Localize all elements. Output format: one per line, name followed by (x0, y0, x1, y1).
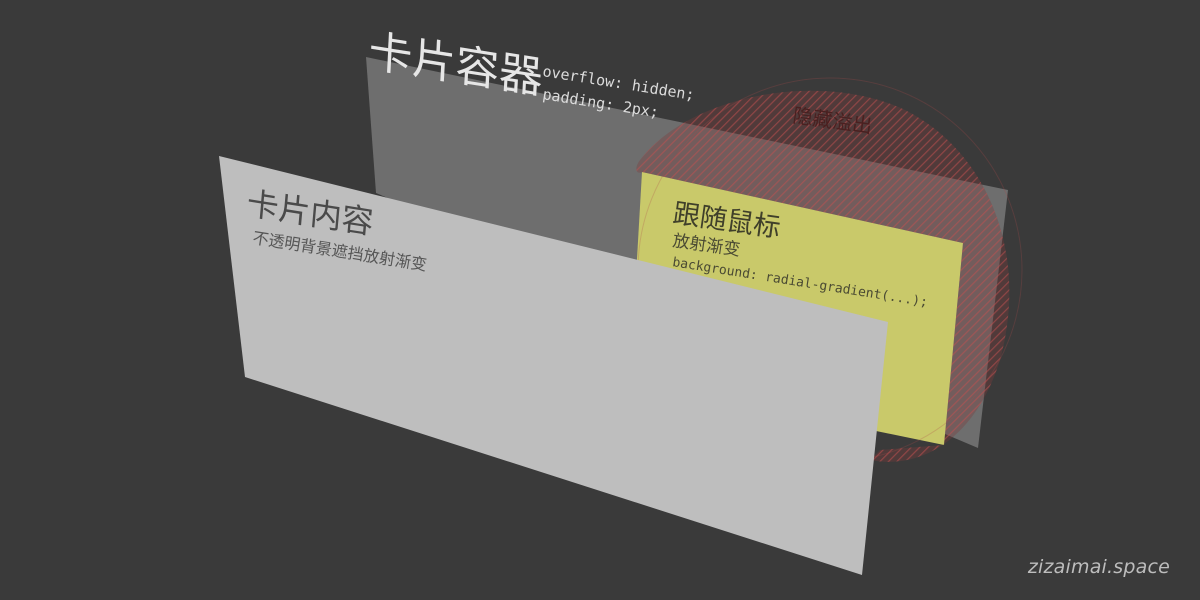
watermark: zizaimai.space (1027, 556, 1170, 578)
content-card (219, 156, 888, 575)
overflow-region (636, 90, 1010, 462)
